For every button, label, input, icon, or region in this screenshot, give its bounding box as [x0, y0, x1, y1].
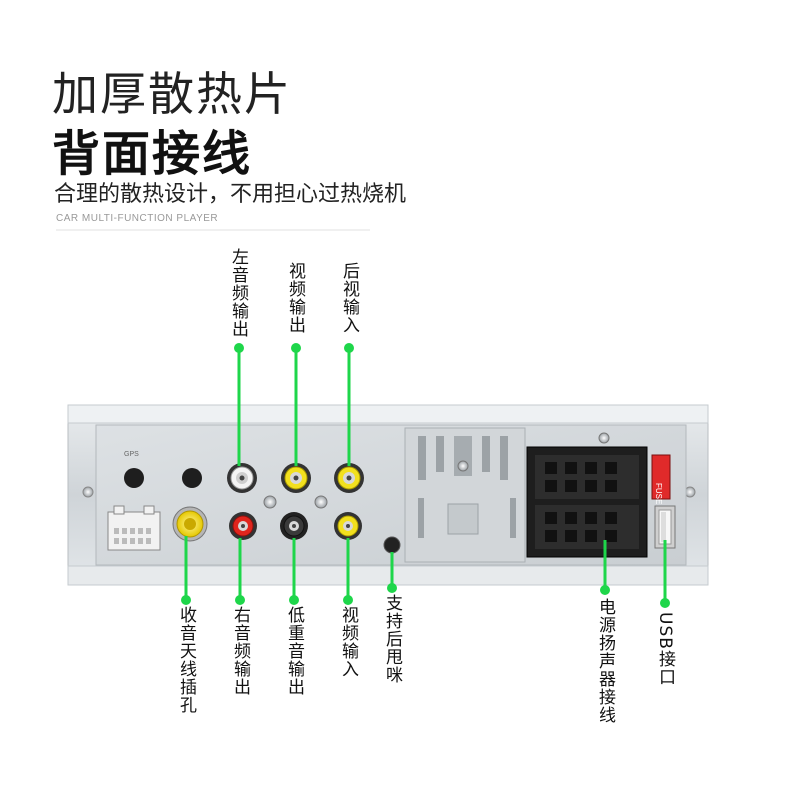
screw	[263, 495, 277, 509]
rca-left-audio-white	[227, 463, 257, 493]
subtitle: 合理的散热设计，不用担心过热烧机	[54, 182, 407, 207]
callout-dot	[181, 595, 191, 605]
callout-dot	[387, 583, 397, 593]
heat-sink	[404, 427, 526, 563]
callout-dot	[660, 598, 670, 608]
gps-label: GPS	[124, 451, 139, 458]
callout-dot	[289, 595, 299, 605]
title-line-2: 背面接线	[52, 126, 253, 182]
callout-dot	[343, 595, 353, 605]
iso-connector: FUSE	[526, 432, 671, 558]
usb-port-slot	[654, 505, 676, 549]
label-rear-mic: 支持后甩咪	[382, 594, 402, 684]
label-subwoofer-out: 低重音输出	[284, 606, 304, 696]
rca-rear-view-yellow	[334, 463, 364, 493]
callout-dot	[235, 595, 245, 605]
label-video-in: 视频输入	[338, 606, 358, 678]
rca-video-out-yellow	[281, 463, 311, 493]
spare-hole	[182, 468, 202, 488]
fuse-label: FUSE	[654, 483, 663, 504]
label-usb-port: USB接口	[655, 612, 675, 686]
label-video-out: 视频输出	[285, 262, 305, 334]
callout-dot	[600, 585, 610, 595]
callout-dot	[234, 343, 244, 353]
antenna-jack	[172, 506, 208, 542]
callout-dot	[291, 343, 301, 353]
label-right-audio-out: 右音频输出	[230, 606, 250, 696]
rca-video-in-yellow	[334, 512, 362, 540]
rca-subwoofer-black	[280, 512, 308, 540]
fuse	[651, 454, 671, 500]
label-power-speaker: 电源扬声器接线	[595, 598, 615, 724]
tagline: CAR MULTI-FUNCTION PLAYER	[56, 213, 219, 224]
label-radio-antenna: 收音天线插孔	[176, 606, 196, 714]
aux-pin-connector	[107, 505, 161, 551]
gps-hole	[124, 468, 144, 488]
callout-dot	[344, 343, 354, 353]
label-left-audio-out: 左音频输出	[228, 248, 248, 338]
title-line-1: 加厚散热片	[52, 67, 292, 121]
screw	[314, 495, 328, 509]
rca-right-audio-red	[229, 512, 257, 540]
label-rear-view-in: 后视输入	[339, 262, 359, 334]
